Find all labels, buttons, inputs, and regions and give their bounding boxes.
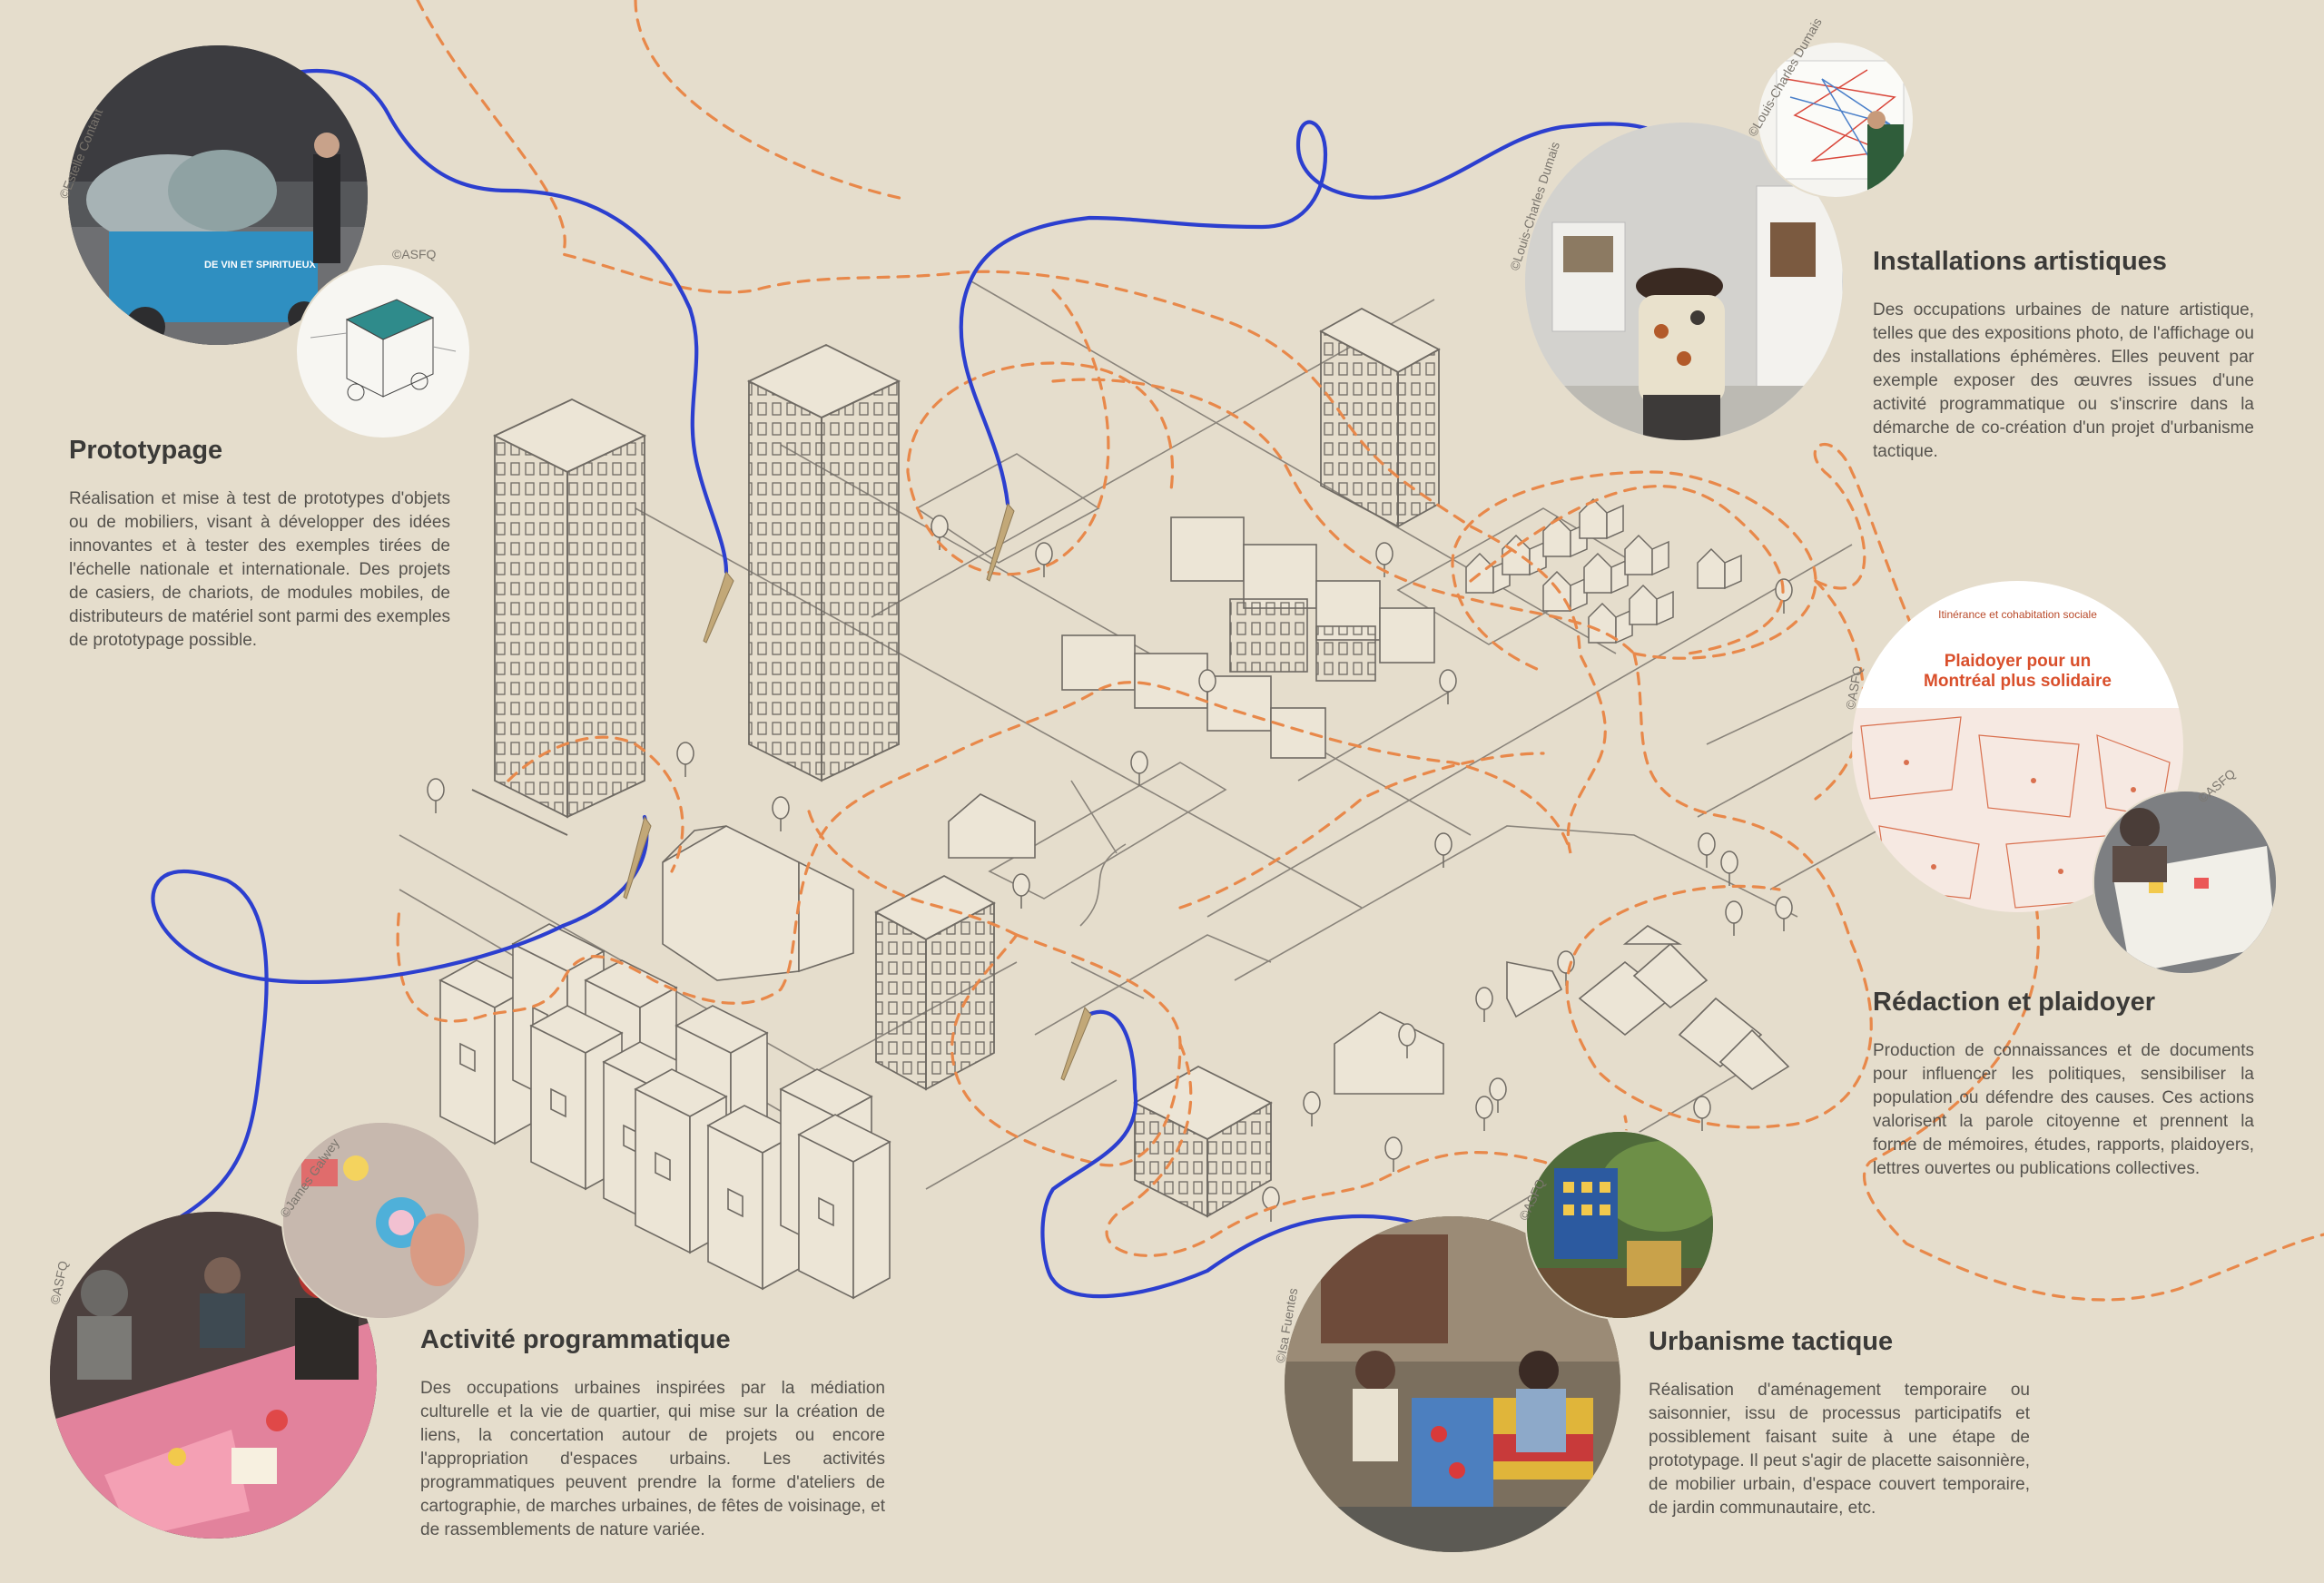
apartment-row [438, 923, 891, 1300]
tree [1439, 669, 1457, 704]
cottage [1502, 534, 1547, 576]
cottage [1588, 602, 1633, 644]
text-installations: Des occupations urbaines de nature artis… [1873, 300, 2254, 461]
tree [1375, 542, 1393, 577]
tree [1262, 1186, 1280, 1222]
tree [1012, 873, 1030, 909]
tree [1489, 1077, 1507, 1113]
text-prototypage: Réalisation et mise à test de prototypes… [69, 489, 450, 650]
tree [1725, 900, 1743, 936]
tree [1434, 832, 1452, 868]
poster-title-line2: Montréal plus solidaire [1924, 672, 2112, 691]
cottage-cluster [1465, 497, 1742, 644]
tree [1384, 1136, 1403, 1172]
heading-redaction: Rédaction et plaidoyer [1873, 988, 2156, 1017]
blue-threads [151, 68, 1687, 1299]
cottage [1583, 552, 1629, 595]
tree [427, 778, 445, 813]
cottage [1697, 547, 1742, 590]
needle-pins [623, 502, 1092, 1081]
block-complexes [1061, 516, 1435, 759]
section-redaction: Rédaction et plaidoyer Production de con… [1873, 988, 2254, 1181]
tower-right [1319, 307, 1441, 528]
text-urbanisme: Réalisation d'aménagement temporaire ou … [1649, 1381, 2030, 1518]
text-redaction: Production de connaissances et de docume… [1873, 1041, 2254, 1178]
tree [1130, 751, 1148, 786]
credit-asfq-prototype: ©ASFQ [392, 247, 437, 261]
photo-community-garden [1525, 1130, 1715, 1320]
tree [1693, 1096, 1711, 1131]
tree [1198, 669, 1216, 704]
apartment-block [797, 1114, 891, 1300]
cottage [1624, 534, 1669, 576]
tree [1398, 1023, 1416, 1058]
cart-banner-text: DE VIN ET SPIRITUEUX [204, 260, 317, 270]
heading-activite: Activité programmatique [420, 1325, 731, 1354]
cottage [1542, 570, 1588, 613]
tree [1475, 987, 1493, 1022]
tower-left [471, 398, 647, 836]
poster-kicker: Itinérance et cohabitation sociale [1938, 608, 2097, 621]
heading-installations: Installations artistiques [1873, 247, 2167, 276]
tree [1720, 850, 1738, 886]
photo-string-map [1757, 41, 1915, 199]
tree [1775, 896, 1793, 931]
photo-prototype-drawing [295, 263, 471, 439]
tree [1303, 1091, 1321, 1126]
section-installations: Installations artistiques Des occupation… [1873, 247, 2254, 464]
trees [427, 515, 1793, 1222]
heading-prototypage: Prototypage [69, 436, 223, 465]
section-activite: Activité programmatique Des occupations … [420, 1325, 885, 1542]
section-prototypage: Prototypage Réalisation et mise à test d… [69, 436, 450, 653]
cottage [1629, 584, 1674, 626]
tent-structures [1578, 925, 1790, 1090]
photo-workshop-table [2093, 790, 2278, 975]
tree [931, 515, 949, 550]
section-urbanisme: Urbanisme tactique Réalisation d'aménage… [1649, 1327, 2030, 1520]
heading-urbanisme: Urbanisme tactique [1649, 1327, 1894, 1356]
house-gables [662, 793, 1563, 1095]
dashed-routes [396, 0, 2324, 1302]
tree [676, 742, 694, 777]
tree [1475, 1096, 1493, 1131]
tree [1698, 832, 1716, 868]
tree [772, 796, 790, 831]
tree [1035, 542, 1053, 577]
tree [1557, 950, 1575, 986]
text-activite: Des occupations urbaines inspirées par l… [420, 1379, 885, 1539]
tower-center [746, 343, 901, 782]
photo-crafting-detail [281, 1121, 480, 1320]
poster-title-line1: Plaidoyer pour un [1944, 652, 2092, 671]
